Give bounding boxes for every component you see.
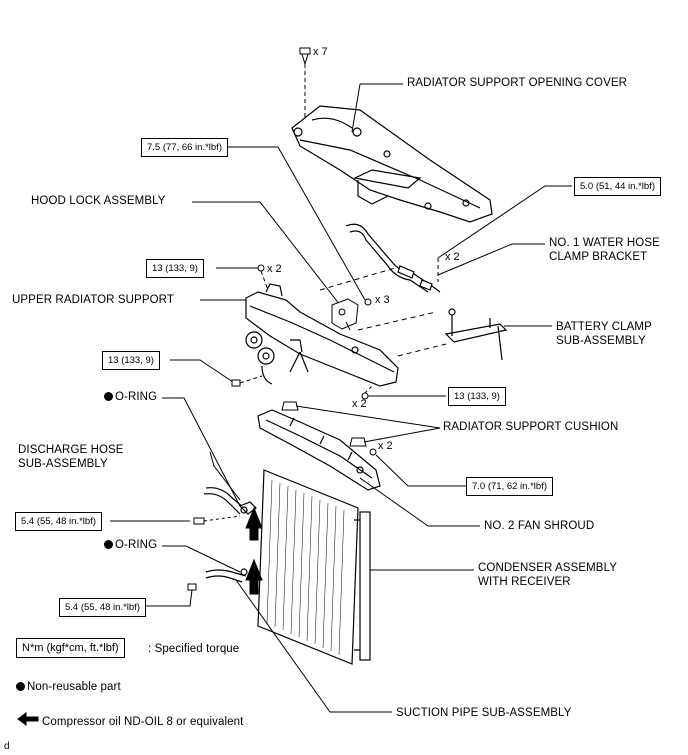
torque-side-left: 13 (133, 9) (102, 351, 160, 370)
qty-side-right: x 2 (352, 398, 367, 410)
fan-shroud-part (257, 409, 381, 491)
discharge-hose-part (203, 487, 257, 515)
opening-cover-part (291, 105, 493, 223)
leader-t-suction (146, 589, 193, 607)
leader-cushion-2 (363, 427, 441, 443)
label-condenser-1: CONDENSER ASSEMBLY (478, 562, 617, 574)
battery-clamp-part (444, 308, 508, 361)
label-water-hose-bracket-2: CLAMP BRACKET (549, 251, 648, 263)
label-water-hose-bracket-1: NO. 1 WATER HOSE (549, 237, 660, 249)
torque-shroud: 7.0 (71, 62 in.*lbf) (466, 477, 553, 496)
upper-support-part (245, 283, 399, 387)
qty-hood-lock: x 3 (375, 294, 390, 306)
non-reusable-dot (104, 540, 113, 549)
torque-side-right: 13 (133, 9) (448, 387, 506, 406)
legend-torque-box: N*m (kgf*cm, ft.*lbf) (16, 638, 125, 658)
label-battery-clamp-1: BATTERY CLAMP (556, 321, 652, 333)
leader-t-side-left (170, 359, 234, 383)
torque-cover-bolt: 7.5 (77, 66 in.*lbf) (141, 138, 228, 157)
non-reusable-dot (16, 682, 25, 691)
label-discharge-hose-2: SUB-ASSEMBLY (18, 458, 108, 470)
water-hose-part (345, 223, 441, 293)
oil-arrow-1 (245, 506, 263, 541)
label-upper-support: UPPER RADIATOR SUPPORT (12, 294, 174, 306)
leader-suction-pipe (235, 579, 392, 713)
qty-bracket: x 2 (445, 251, 460, 263)
qty-clips: x 7 (313, 46, 328, 58)
leader-o-ring-2 (162, 545, 241, 573)
torque-discharge: 5.4 (55, 48 in.*lbf) (15, 512, 102, 531)
label-suction-pipe: SUCTION PIPE SUB-ASSEMBLY (396, 707, 572, 719)
torque-suction: 5.4 (55, 48 in.*lbf) (59, 598, 146, 617)
label-hood-lock: HOOD LOCK ASSEMBLY (31, 195, 166, 207)
qty-upper-left: x 2 (267, 263, 282, 275)
leader-cushion-1 (295, 405, 441, 429)
label-discharge-hose-1: DISCHARGE HOSE (18, 444, 124, 456)
corner-mark: d (4, 741, 10, 752)
leader-t-bracket (437, 185, 572, 259)
torque-upper-left: 13 (133, 9) (146, 259, 204, 278)
label-opening-cover: RADIATOR SUPPORT OPENING COVER (407, 77, 628, 89)
leader-fan-shroud (359, 477, 429, 527)
hood-lock-part (331, 298, 359, 331)
label-fan-shroud: NO. 2 FAN SHROUD (484, 520, 595, 532)
leader-t-shroud (375, 454, 466, 487)
label-support-cushion: RADIATOR SUPPORT CUSHION (443, 421, 619, 433)
qty-cushion: x 2 (378, 440, 393, 452)
label-battery-clamp-2: SUB-ASSEMBLY (556, 335, 646, 347)
leader-t-cover-bolt (222, 146, 366, 301)
label-o-ring-2: O-RING (104, 539, 157, 552)
legend-oil-arrow (17, 712, 39, 726)
label-o-ring-1: O-RING (104, 391, 157, 404)
leader-bracket-label (437, 243, 545, 276)
non-reusable-dot (104, 392, 113, 401)
clip-part (299, 47, 311, 66)
torque-bracket: 5.0 (51, 44 in.*lbf) (574, 177, 661, 196)
legend-non-reusable: Non-reusable part (16, 681, 121, 694)
bolt-hood-lock (364, 298, 372, 306)
leader-hood-lock (192, 201, 341, 306)
label-condenser-2: WITH RECEIVER (478, 576, 571, 588)
suction-pipe-part (205, 568, 248, 583)
leader-o-ring-1 (162, 397, 241, 507)
oil-arrow-2 (245, 558, 263, 595)
legend-torque-desc: : Specified torque (148, 643, 240, 655)
legend-compressor-oil: Compressor oil ND-OIL 8 or equivalent (42, 716, 244, 728)
support-cushion-part (281, 401, 367, 447)
